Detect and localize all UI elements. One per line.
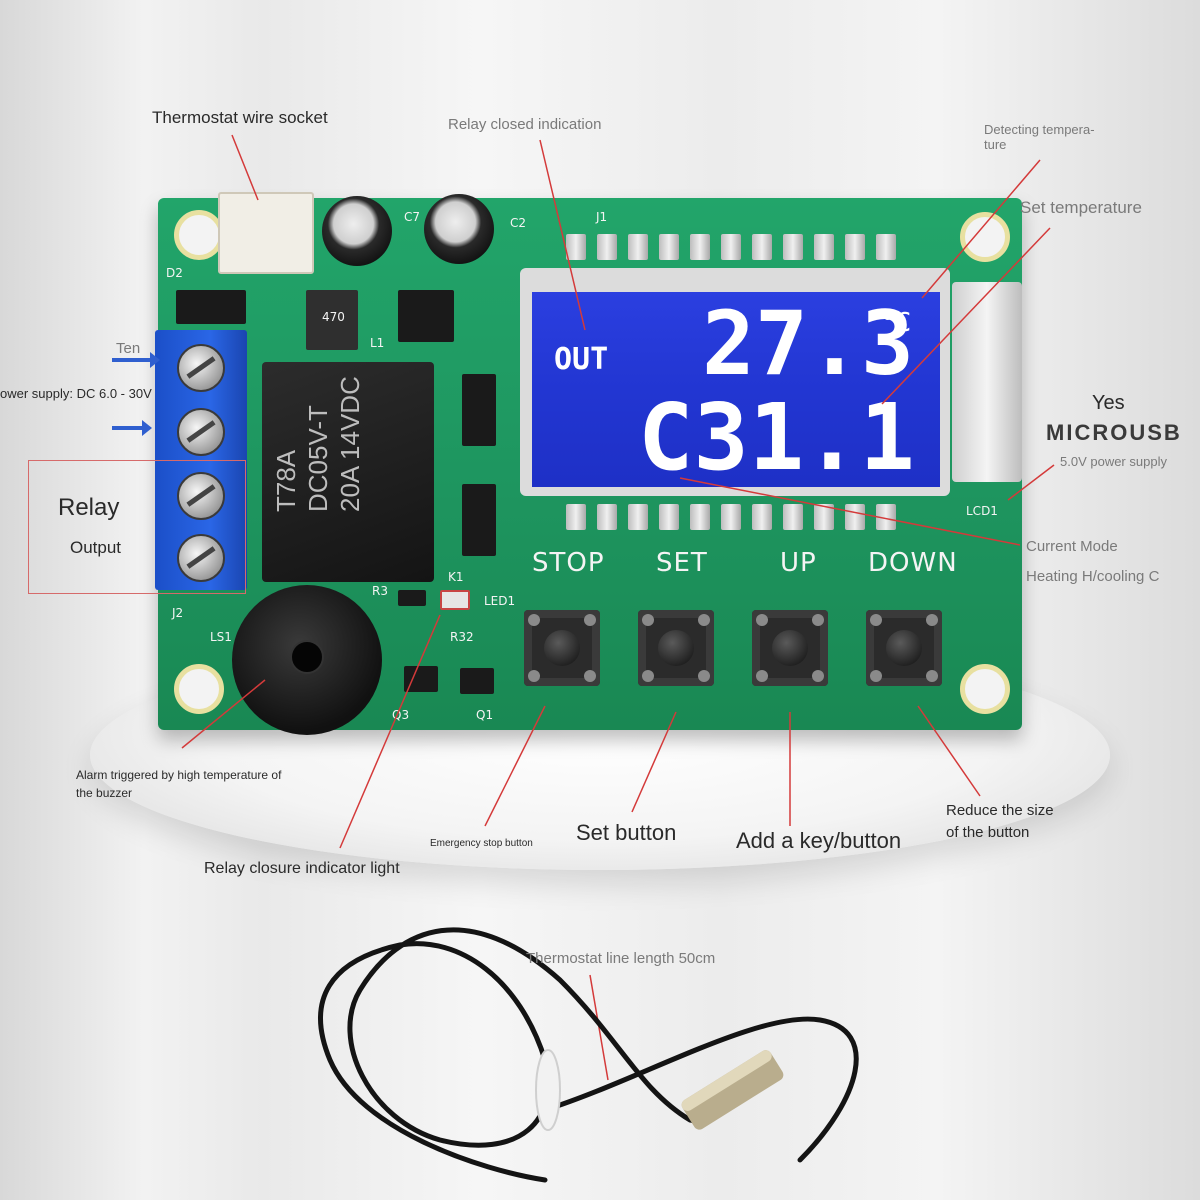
set-label: SET [656, 548, 708, 578]
label-yes: Yes [1092, 392, 1125, 414]
probe-highlight [681, 1050, 772, 1111]
lcd-unit: °C [880, 308, 912, 338]
silk-j1: J1 [596, 210, 608, 224]
arrow-set-temp [881, 227, 1051, 405]
silk-ls1: LS1 [210, 630, 232, 644]
label-microusb: MICROUSB [1046, 420, 1182, 445]
lcd-set-temp: C31.1 [638, 384, 915, 491]
label-relay: Relay [58, 494, 120, 521]
relay-output-box [28, 460, 246, 594]
power-arrow-negative [112, 420, 152, 436]
silk-q1: Q1 [476, 708, 494, 722]
label-set-temp: Set temperature [1020, 198, 1142, 217]
terminal-screw [177, 344, 225, 392]
resistor [398, 590, 426, 606]
silk-l1: L1 [370, 336, 385, 350]
label-emergency-stop: Emergency stop button [430, 838, 533, 849]
terminal-screw [177, 472, 225, 520]
down-label: DOWN [868, 548, 958, 578]
terminal-screw [177, 534, 225, 582]
arrow-buzzer [181, 679, 266, 749]
label-relay-indicator: Relay closure indicator light [204, 860, 400, 877]
silk-c2: C2 [510, 216, 527, 230]
arrow-indicator-light [339, 614, 441, 849]
diode-d2 [176, 290, 246, 324]
relay: T78A DC05V-T 20A 14VDC [262, 362, 434, 582]
buzzer-port [290, 640, 324, 674]
silk-led1: LED1 [484, 594, 516, 608]
label-ten: Ten [116, 340, 141, 357]
arrow-relay-indication [539, 139, 586, 331]
silk-j2: J2 [172, 606, 184, 620]
diode-d1 [462, 484, 496, 556]
stop-label: STOP [532, 548, 605, 578]
silk-r32: R32 [450, 630, 474, 644]
temperature-probe [681, 1050, 784, 1130]
silk-k1: K1 [448, 570, 464, 584]
arrow-emergency-stop [484, 705, 546, 827]
lcd-pins-bottom [566, 504, 907, 530]
arrow-set-button [631, 711, 677, 813]
inductor-marking: 470 [322, 310, 345, 324]
up-button [752, 610, 828, 686]
label-heating-cooling: Heating H/cooling C [1026, 568, 1160, 585]
arrow-current-mode [679, 477, 1021, 546]
label-add-key: Add a key/button [736, 828, 902, 853]
microusb-connector [952, 282, 1022, 482]
transistor-q3 [404, 666, 438, 692]
silk-lcd1: LCD1 [966, 504, 998, 518]
cable-tie [535, 1049, 561, 1131]
probe-cable [542, 1016, 859, 1163]
label-relay-closed: Relay closed indication [448, 116, 602, 133]
down-button [866, 610, 942, 686]
lcd-mode-label: OUT [554, 342, 609, 377]
thermostat-wire-socket [218, 192, 314, 274]
label-power-supply: ower supply: DC 6.0 - 30V [0, 386, 152, 401]
label-set-button: Set button [576, 820, 677, 845]
silk-r3: R3 [372, 584, 388, 598]
silk-d2: D2 [166, 266, 183, 280]
inductor: 470 [306, 290, 358, 350]
label-line-length: Thermostat line length 50cm [526, 950, 716, 967]
label-usb-power: 5.0V power supply [1060, 454, 1167, 469]
arrow-detecting-temp [921, 159, 1041, 299]
label-output: Output [70, 538, 122, 557]
ic-chip [398, 290, 454, 342]
mounting-hole [960, 212, 1010, 262]
up-label: UP [780, 548, 817, 578]
lcd-pins-top [566, 234, 907, 260]
transistor-q1 [460, 668, 494, 694]
mounting-hole [960, 664, 1010, 714]
lcd-display: OUT 27.3 °C C31.1 [532, 292, 940, 491]
terminal-screw [177, 408, 225, 456]
relay-indicator-led [440, 590, 470, 610]
capacitor [424, 194, 494, 264]
label-alarm: Alarm triggered by high temperature of t… [76, 768, 282, 800]
arrow-usb [1007, 464, 1055, 501]
label-detecting-temp: Detecting tempera- ture [984, 122, 1095, 152]
mounting-hole [174, 664, 224, 714]
lcd-current-temp: 27.3 [702, 292, 914, 395]
arrow-reduce [917, 705, 981, 797]
buzzer [232, 585, 382, 735]
silk-c7: C7 [404, 210, 421, 224]
label-thermostat-socket: Thermostat wire socket [152, 108, 328, 127]
label-current-mode: Current Mode [1026, 538, 1118, 555]
diode-d3 [462, 374, 496, 446]
power-arrow-positive [112, 352, 160, 368]
set-button [638, 610, 714, 686]
stop-button [524, 610, 600, 686]
probe-cable [318, 927, 703, 1183]
capacitor [322, 196, 392, 266]
arrow-socket [231, 134, 259, 201]
label-reduce: Reduce the size of the button [946, 802, 1054, 841]
